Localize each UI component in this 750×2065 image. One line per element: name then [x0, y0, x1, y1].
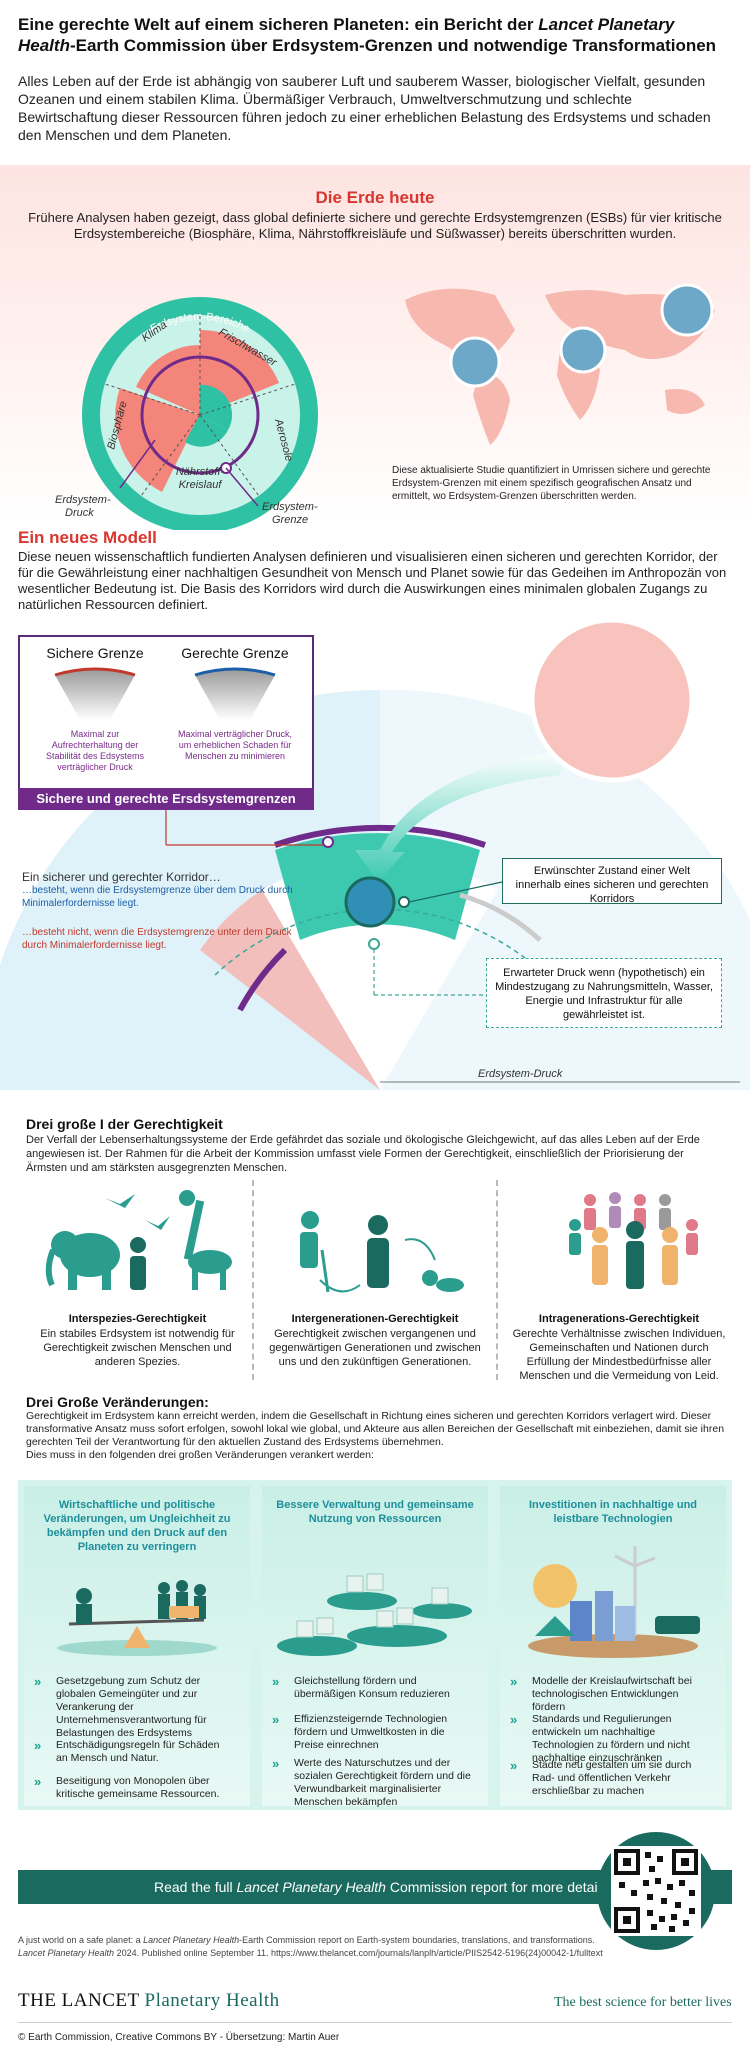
qr-code-icon: [614, 1849, 698, 1933]
desired-state-box: Erwünschter Zustand einer Welt innerhalb…: [502, 858, 722, 905]
label-naehrstoff: Nährstoff-: [176, 466, 225, 478]
corridor-exists: …besteht, wenn die Erdsystemgrenze über …: [22, 885, 293, 909]
panel-resources-bullet-2: Effizienzsteigernde Technologien fördern…: [294, 1713, 448, 1751]
tagline: The best science for better lives: [554, 1995, 732, 2010]
intragenerational-text: Gerechte Verhältnisse zwischen Individue…: [512, 1328, 726, 1382]
panel-economic-title: Wirtschaftliche und politische Veränderu…: [43, 1499, 231, 1553]
panel-economic-bullet-1: Gesetzgebung zum Schutz der globalen Gem…: [56, 1675, 207, 1739]
panel-technology-bullet-1: Modelle der Kreislaufwirtschaft bei tech…: [532, 1675, 692, 1713]
panel-resources: Bessere Verwaltung und gemeinsame Nutzun…: [262, 1486, 488, 1808]
panel-technology-title: Investitionen in nachhaltige und leistba…: [528, 1499, 698, 1525]
wedge-aerosole: [200, 384, 233, 430]
axis-label: Erdsystem-Druck: [478, 1068, 563, 1080]
footer-divider: [18, 2022, 732, 2023]
expected-pressure-box: Erwarteter Druck wenn (hypothetisch) ein…: [486, 958, 722, 1028]
corridor-title: Ein sicherer und gerechter Korridor…: [22, 870, 221, 884]
globe-asia: [660, 283, 714, 337]
page-title: Eine gerechte Welt auf einem sicheren Pl…: [18, 15, 717, 55]
new-model-text: Diese neuen wissenschaftlich fundierten …: [18, 549, 727, 612]
intragenerational-title: Intragenerations-Gerechtigkeit: [538, 1313, 700, 1325]
three-i-text: Der Verfall der Lebenserhaltungssysteme …: [26, 1134, 700, 1174]
earth-today-heading: Die Erde heute: [315, 188, 435, 207]
copyright: © Earth Commission, Creative Commons BY …: [18, 2032, 340, 2043]
justice-icons: [45, 1190, 698, 1293]
label-kreislauf: Kreislauf: [179, 479, 223, 491]
map-caption: Diese aktualisierte Studie quantifiziert…: [392, 465, 711, 502]
wedge-klima: [136, 345, 200, 415]
intergenerational-title: Intergenerationen-Gerechtigkeit: [291, 1313, 459, 1325]
three-changes-heading: Drei Große Veränderungen:: [26, 1394, 209, 1410]
wedge-naehrstoff: [185, 415, 228, 447]
globe-africa: [559, 326, 607, 374]
divider-2: [496, 1180, 498, 1380]
panel-resources-bullet-3: Werte des Naturschutzes und der sozialen…: [294, 1757, 471, 1808]
qr-code[interactable]: [611, 1846, 701, 1936]
label-grenze-2: Grenze: [272, 514, 308, 526]
corridor-not-exists: …besteht nicht, wenn die Erdsystemgrenze…: [22, 927, 292, 951]
panel-technology-bullet-2: Standards und Regulierungen entwickeln u…: [532, 1713, 690, 1764]
technology-illustration: [528, 1546, 700, 1658]
label-druck-1: Erdsystem-: [55, 494, 111, 506]
label-grenze-1: Erdsystem-: [262, 501, 318, 513]
boundaries-box: Sichere Grenze Gerechte Grenze Maximal z…: [18, 635, 314, 810]
globe-small: [344, 876, 396, 928]
world-map: [405, 283, 715, 445]
three-changes-text: Gerechtigkeit im Erdsystem kann erreicht…: [26, 1410, 725, 1461]
panel-technology-bullet-3: Städte neu gestalten um sie durch Rad- u…: [532, 1759, 692, 1797]
new-model-heading: Ein neues Modell: [18, 528, 157, 547]
globe-large: [529, 620, 695, 783]
panel-resources-title: Bessere Verwaltung und gemeinsame Nutzun…: [276, 1499, 474, 1525]
panel-technology: Investitionen in nachhaltige und leistba…: [500, 1486, 726, 1806]
intro-text: Alles Leben auf der Erde ist abhängig vo…: [18, 73, 711, 143]
arrow-to-corridor: [355, 750, 565, 882]
globe-americas: [449, 336, 501, 388]
citation: A just world on a safe planet: a Lancet …: [18, 1935, 603, 1958]
interspecies-text: Ein stabiles Erdsystem ist notwendig für…: [40, 1328, 235, 1368]
safe-boundary-desc: Maximal zur Aufrechterhaltung der Stabil…: [45, 729, 145, 772]
panel-economic-bullet-2: Entschädigungsregeln für Schäden an Mens…: [56, 1739, 220, 1764]
panel-resources-bullet-1: Gleichstellung fördern und übermäßigen K…: [294, 1675, 450, 1700]
three-i-heading: Drei große I der Gerechtigkeit: [26, 1116, 223, 1132]
safe-boundary-title: Sichere Grenze: [46, 645, 144, 661]
just-boundary-title: Gerechte Grenze: [181, 645, 289, 661]
interspecies-title: Interspezies-Gerechtigkeit: [68, 1313, 207, 1325]
divider-1: [252, 1180, 254, 1380]
boundary-icons: [54, 667, 276, 720]
panel-economic: Wirtschaftliche und politische Veränderu…: [24, 1486, 250, 1806]
resources-illustration: [277, 1573, 472, 1656]
intergenerational-text: Gerechtigkeit zwischen vergangenen und g…: [269, 1328, 481, 1368]
scale-illustration: [57, 1580, 217, 1656]
label-druck-2: Druck: [65, 507, 94, 519]
earth-system-wheel: Erdsystem-Bereiche Klima Frischwasser Bi…: [55, 297, 318, 530]
boundary-circle: [140, 355, 260, 475]
earth-today-text: Frühere Analysen haben gezeigt, dass glo…: [28, 210, 722, 241]
lancet-logo: THE LANCET Planetary Health: [18, 1990, 280, 2011]
panel-economic-bullet-3: Beseitigung von Monopolen über kritische…: [56, 1775, 220, 1800]
just-boundary-desc: Maximal verträglicher Druck, um erheblic…: [177, 729, 293, 761]
boundaries-box-footer: Sichere und gerechte Ersdsystemgrenzen: [18, 788, 314, 810]
